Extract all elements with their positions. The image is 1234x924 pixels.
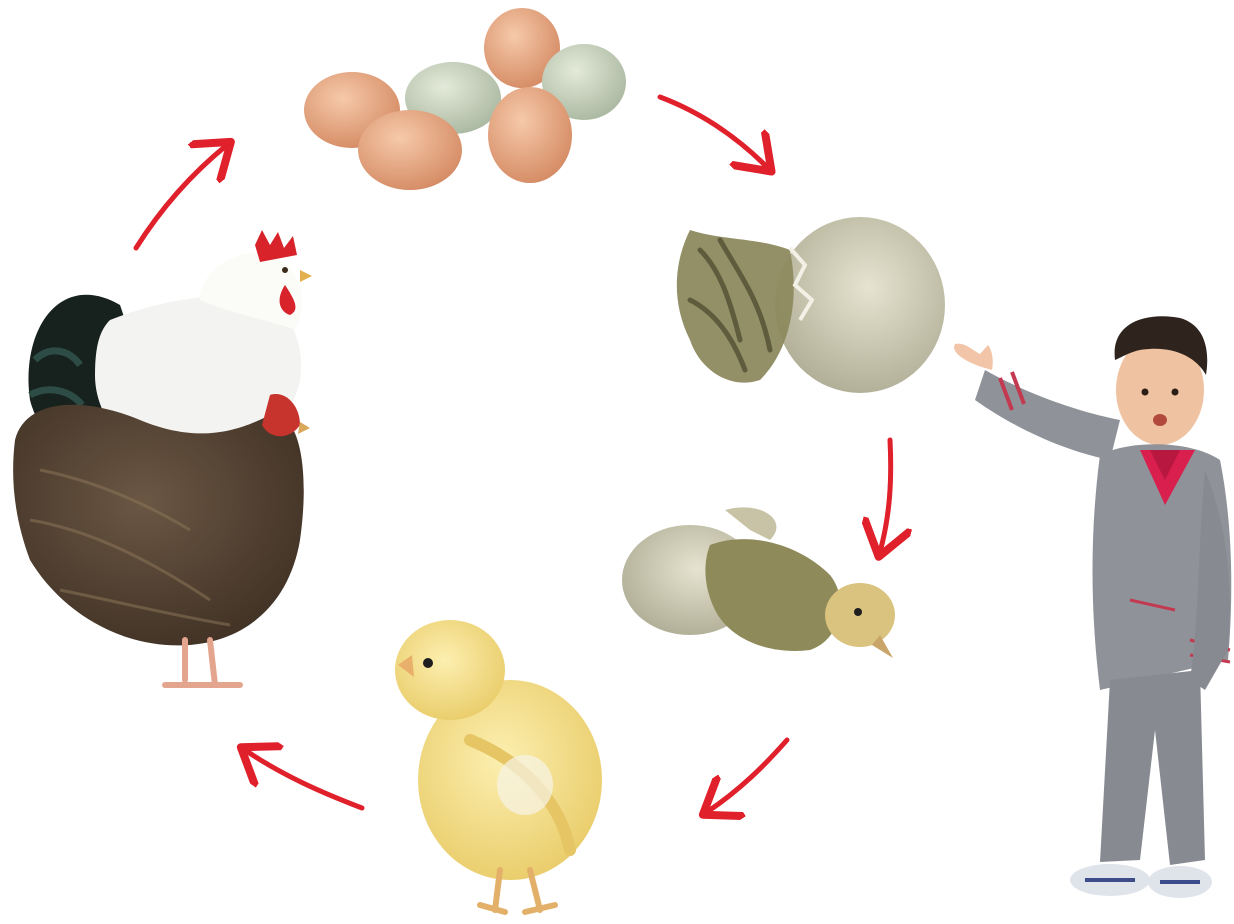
arrow-adults-to-eggs — [136, 145, 227, 248]
arrow-hatching-to-chick — [707, 740, 787, 812]
cracking-egg-illustration — [677, 217, 945, 393]
eggs-illustration — [304, 8, 626, 190]
arrow-cracking-to-hatching — [880, 440, 891, 552]
hatching-chick-illustration — [622, 507, 895, 658]
boy-presenter-illustration — [954, 316, 1231, 898]
arrow-chick-to-adults — [245, 750, 362, 808]
rooster-and-hen-illustration — [13, 230, 312, 685]
arrow-eggs-to-cracking — [660, 97, 768, 168]
chick-illustration — [395, 620, 602, 912]
